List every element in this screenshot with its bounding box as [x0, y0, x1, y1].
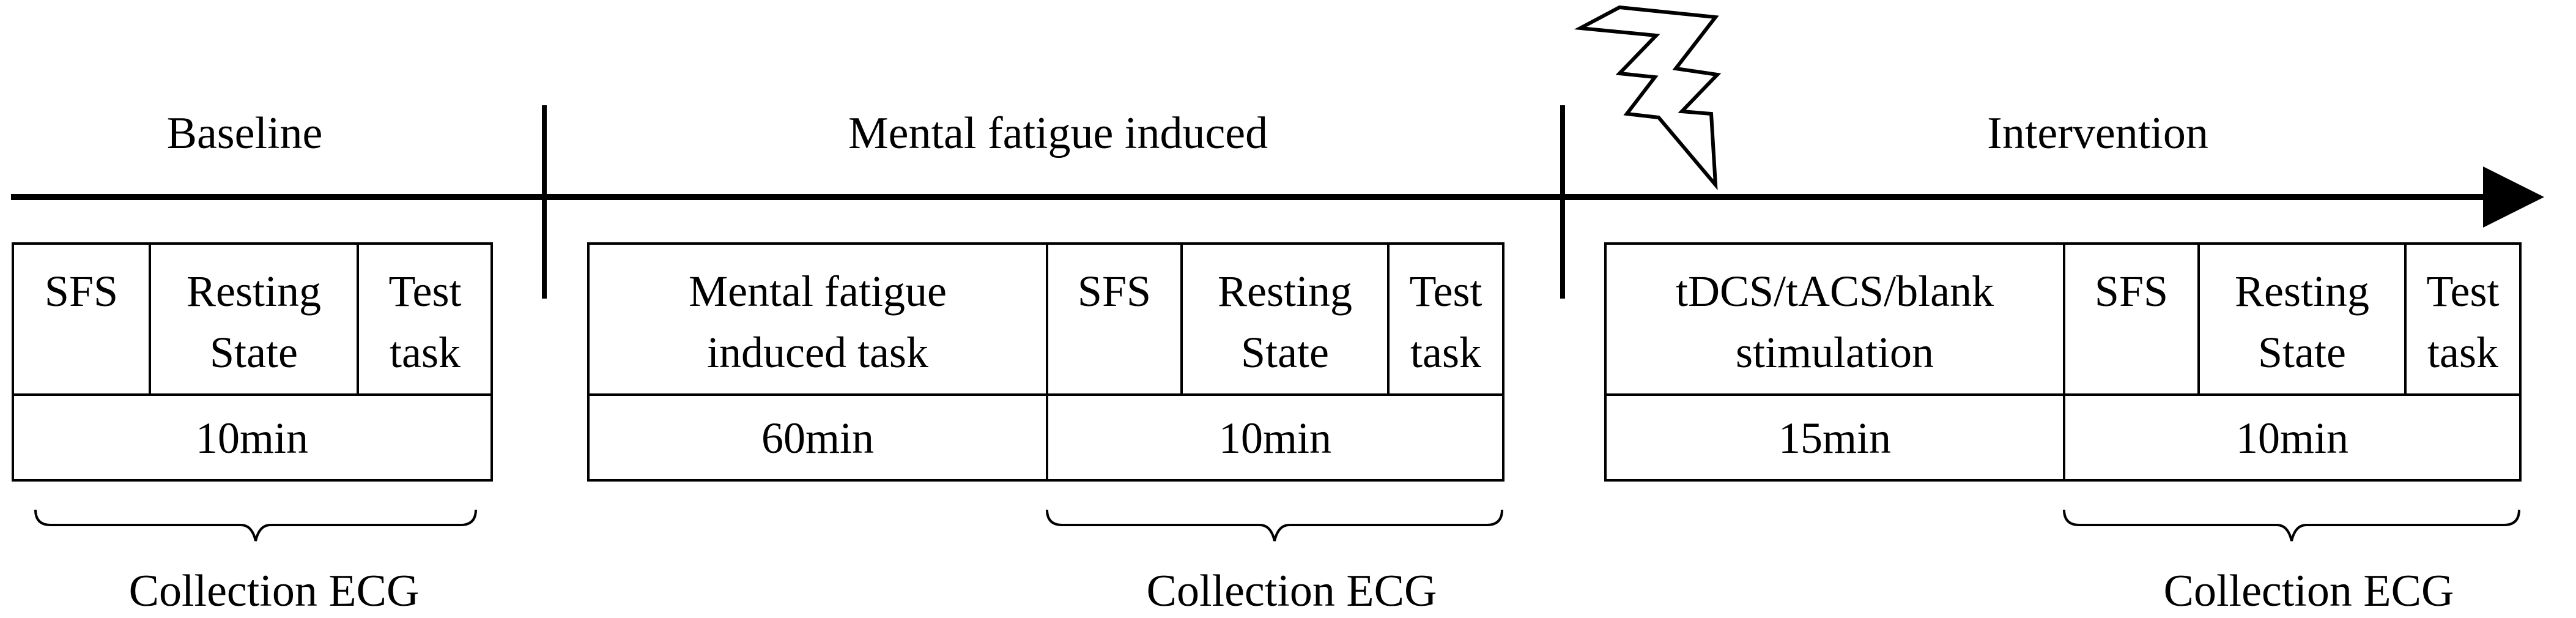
baseline-cell-sfs: SFS: [45, 267, 118, 316]
svg-text:task: task: [1410, 328, 1481, 377]
svg-text:SFS: SFS: [2095, 267, 2168, 316]
intervention-duration-stimulation: 15min: [1778, 414, 1891, 463]
baseline-collection-brace: [34, 509, 477, 542]
intervention-block: tDCS/tACS/blank stimulation SFS Resting …: [1604, 242, 2522, 482]
svg-text:task: task: [390, 328, 461, 377]
svg-text:SFS: SFS: [45, 267, 118, 316]
intervention-cell-stimulation: tDCS/tACS/blank stimulation: [1676, 267, 1994, 377]
phase-title-intervention: Intervention: [1987, 108, 2208, 158]
mental-fatigue-cell-test-task: Test task: [1410, 267, 1482, 377]
baseline-cell-test-task: Test task: [389, 267, 462, 377]
svg-text:Resting: Resting: [187, 267, 321, 316]
intervention-duration-tests: 10min: [2236, 414, 2348, 463]
svg-text:Test: Test: [2427, 267, 2500, 316]
intervention-collection-label: Collection ECG: [2164, 566, 2454, 616]
svg-text:Mental fatigue: Mental fatigue: [689, 267, 947, 316]
svg-text:State: State: [2258, 328, 2346, 377]
svg-text:Resting: Resting: [2235, 267, 2369, 316]
mental-fatigue-collection-brace: [1046, 509, 1503, 542]
mental-fatigue-duration-tests: 10min: [1219, 414, 1331, 463]
baseline-duration: 10min: [196, 414, 308, 463]
svg-text:induced task: induced task: [707, 328, 928, 377]
svg-text:tDCS/tACS/blank: tDCS/tACS/blank: [1676, 267, 1994, 316]
mental-fatigue-cell-resting-state: Resting State: [1218, 267, 1352, 377]
intervention-collection-brace: [2063, 509, 2520, 542]
mental-fatigue-collection-label: Collection ECG: [1147, 566, 1437, 616]
intervention-cell-sfs: SFS: [2095, 267, 2168, 316]
lightning-bolt-icon: [1574, 5, 1722, 190]
mental-fatigue-block: Mental fatigue induced task SFS Resting …: [587, 242, 1505, 482]
svg-text:task: task: [2427, 328, 2498, 377]
svg-text:SFS: SFS: [1078, 267, 1151, 316]
intervention-cell-test-task: Test task: [2427, 267, 2500, 377]
baseline-cell-resting-state: Resting State: [187, 267, 321, 377]
baseline-block: SFS Resting State Test task 10min: [12, 242, 493, 482]
svg-text:Test: Test: [1410, 267, 1482, 316]
mental-fatigue-duration-task: 60min: [761, 414, 874, 463]
phase-title-mental-fatigue-induced: Mental fatigue induced: [848, 108, 1268, 158]
svg-text:Test: Test: [389, 267, 462, 316]
intervention-cell-resting-state: Resting State: [2235, 267, 2369, 377]
svg-text:State: State: [1241, 328, 1329, 377]
mental-fatigue-cell-sfs: SFS: [1078, 267, 1151, 316]
mental-fatigue-cell-task: Mental fatigue induced task: [689, 267, 947, 377]
baseline-collection-label: Collection ECG: [129, 566, 420, 616]
svg-text:Resting: Resting: [1218, 267, 1352, 316]
phase-title-baseline: Baseline: [167, 108, 323, 158]
svg-text:stimulation: stimulation: [1736, 328, 1934, 377]
svg-text:State: State: [210, 328, 298, 377]
